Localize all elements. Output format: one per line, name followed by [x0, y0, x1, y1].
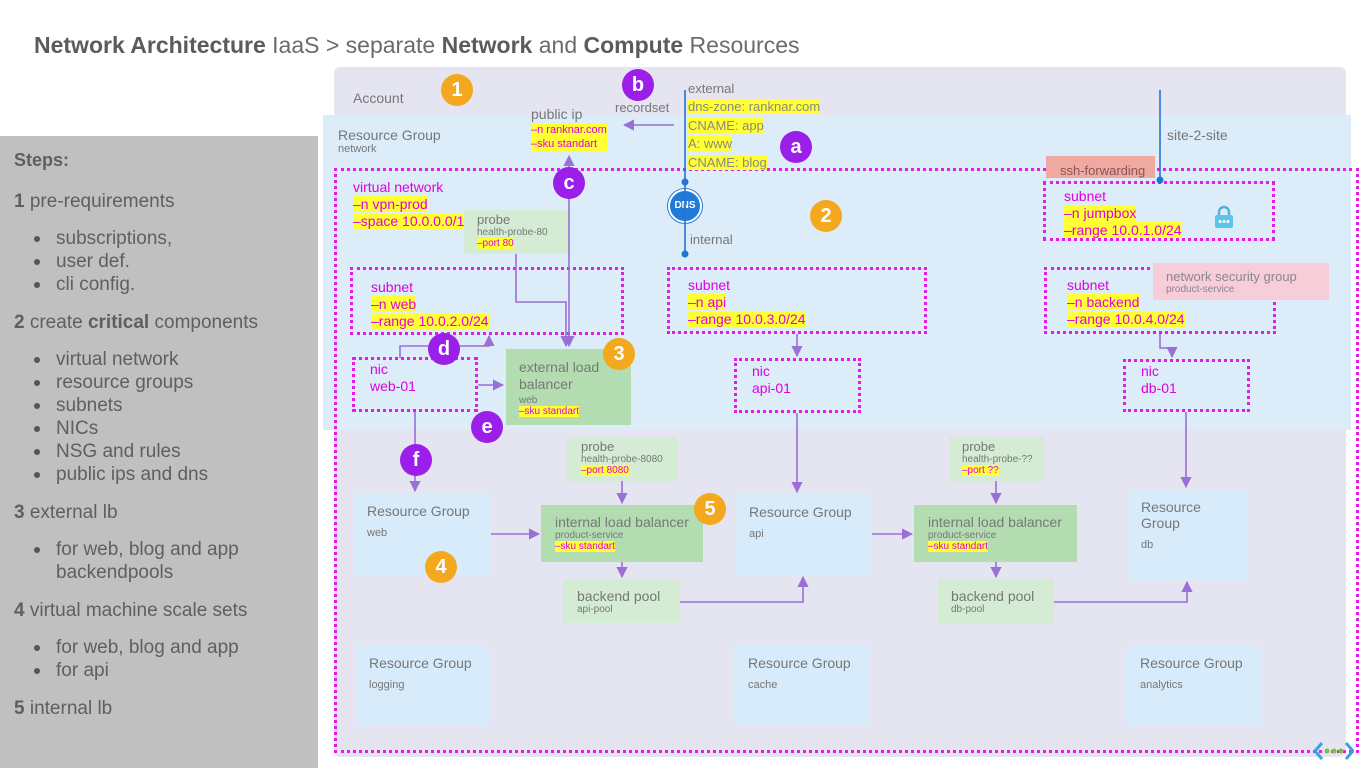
step-bullet: subnets — [32, 394, 318, 417]
step-bullet: cli config. — [32, 273, 318, 296]
step-bullet: virtual network — [32, 348, 318, 371]
network-security-group-box: network security group product-service — [1153, 263, 1329, 300]
account-label: Account — [353, 90, 404, 106]
step-bullet: for api — [32, 659, 318, 682]
virtual-network-label: virtual network –n vpn-prod –space 10.0.… — [353, 179, 465, 230]
step-bullet: NSG and rules — [32, 440, 318, 463]
step-5: 5 internal lb — [14, 698, 113, 719]
ssh-forwarding-box: ssh-forwarding — [1046, 156, 1155, 178]
nic-api-box — [734, 358, 861, 413]
step-bullet: public ips and dns — [32, 463, 318, 486]
virtual-network-boundary — [334, 168, 1359, 753]
step-bullet: resource groups — [32, 371, 318, 394]
probe-80-box: probe health-probe-80 –port 80 — [464, 210, 569, 254]
dns-zone-records: dns-zone: ranknar.com CNAME: app A: www … — [688, 99, 821, 170]
subnet-web-box — [350, 267, 624, 335]
external-label: external — [688, 81, 735, 96]
backend-pool-api: backend pool api-pool — [563, 579, 680, 623]
subnet-backend-label: subnet –n backend –range 10.0.4.0/24 — [1067, 277, 1185, 327]
letter-badge-f: f — [400, 444, 432, 476]
step-bullet: user def. — [32, 250, 318, 273]
nic-db-box — [1123, 359, 1250, 412]
lock-network-icon — [1213, 205, 1235, 229]
step-1: 1 pre-requirements subscriptions, user d… — [14, 191, 318, 296]
backend-pool-db: backend pool db-pool — [938, 579, 1054, 624]
site-2-site-label: site-2-site — [1167, 127, 1228, 143]
nic-web-box — [352, 357, 478, 412]
probe-unknown-box: probe health-probe-?? –port ?? — [949, 437, 1044, 481]
page-title: Network Architecture IaaS > separate Net… — [34, 32, 800, 58]
step-4: 4 virtual machine scale sets for web, bl… — [14, 600, 318, 682]
external-load-balancer-box: external load balancer web –sku standart — [506, 349, 631, 425]
step-bullet: NICs — [32, 417, 318, 440]
probe-8080-box: probe health-probe-8080 –port 8080 — [567, 437, 677, 481]
public-ip-params: –n ranknar.com –sku standart — [531, 123, 607, 151]
subnet-web-label: subnet –n web –range 10.0.2.0/24 — [371, 279, 489, 329]
steps-heading: Steps: — [14, 150, 70, 170]
step-3: 3 external lb for web, blog and app back… — [14, 502, 318, 584]
recordset-label: recordset — [615, 100, 670, 115]
subnet-api-box — [667, 267, 927, 334]
virtual-network-icon — [1313, 740, 1355, 762]
rg-network-title: Resource Group — [338, 127, 441, 143]
step-2: 2 create critical components virtual net… — [14, 312, 318, 486]
step-badge-3: 3 — [603, 338, 635, 370]
internal-load-balancer-api: internal load balancer product-service –… — [541, 505, 703, 562]
letter-badge-d: d — [428, 333, 460, 365]
letter-badge-e: e — [471, 411, 503, 443]
step-badge-2: 2 — [810, 200, 842, 232]
step-bullet: subscriptions, — [32, 227, 318, 250]
step-bullet: for web, blog and app backendpools — [32, 538, 242, 584]
internal-label: internal — [690, 232, 733, 247]
rg-network-sub: network — [338, 143, 377, 155]
nic-web-label: nic web-01 — [370, 361, 416, 394]
steps-panel: Steps: 1 pre-requirements subscriptions,… — [0, 136, 318, 768]
internal-load-balancer-db: internal load balancer product-service –… — [914, 505, 1077, 562]
step-bullet: for web, blog and app — [32, 636, 318, 659]
subnet-api-label: subnet –n api –range 10.0.3.0/24 — [688, 277, 806, 327]
step-badge-1: 1 — [441, 74, 473, 106]
public-ip-title: public ip — [531, 106, 583, 122]
nic-db-label: nic db-01 — [1141, 363, 1177, 396]
letter-badge-a: a — [780, 131, 812, 163]
step-badge-4: 4 — [425, 551, 457, 583]
letter-badge-c: c — [553, 167, 585, 199]
letter-badge-b: b — [622, 69, 654, 101]
step-badge-5: 5 — [694, 493, 726, 525]
nic-api-label: nic api-01 — [752, 363, 791, 396]
subnet-jumpbox-label: subnet –n jumpbox –range 10.0.1.0/24 — [1064, 188, 1182, 238]
